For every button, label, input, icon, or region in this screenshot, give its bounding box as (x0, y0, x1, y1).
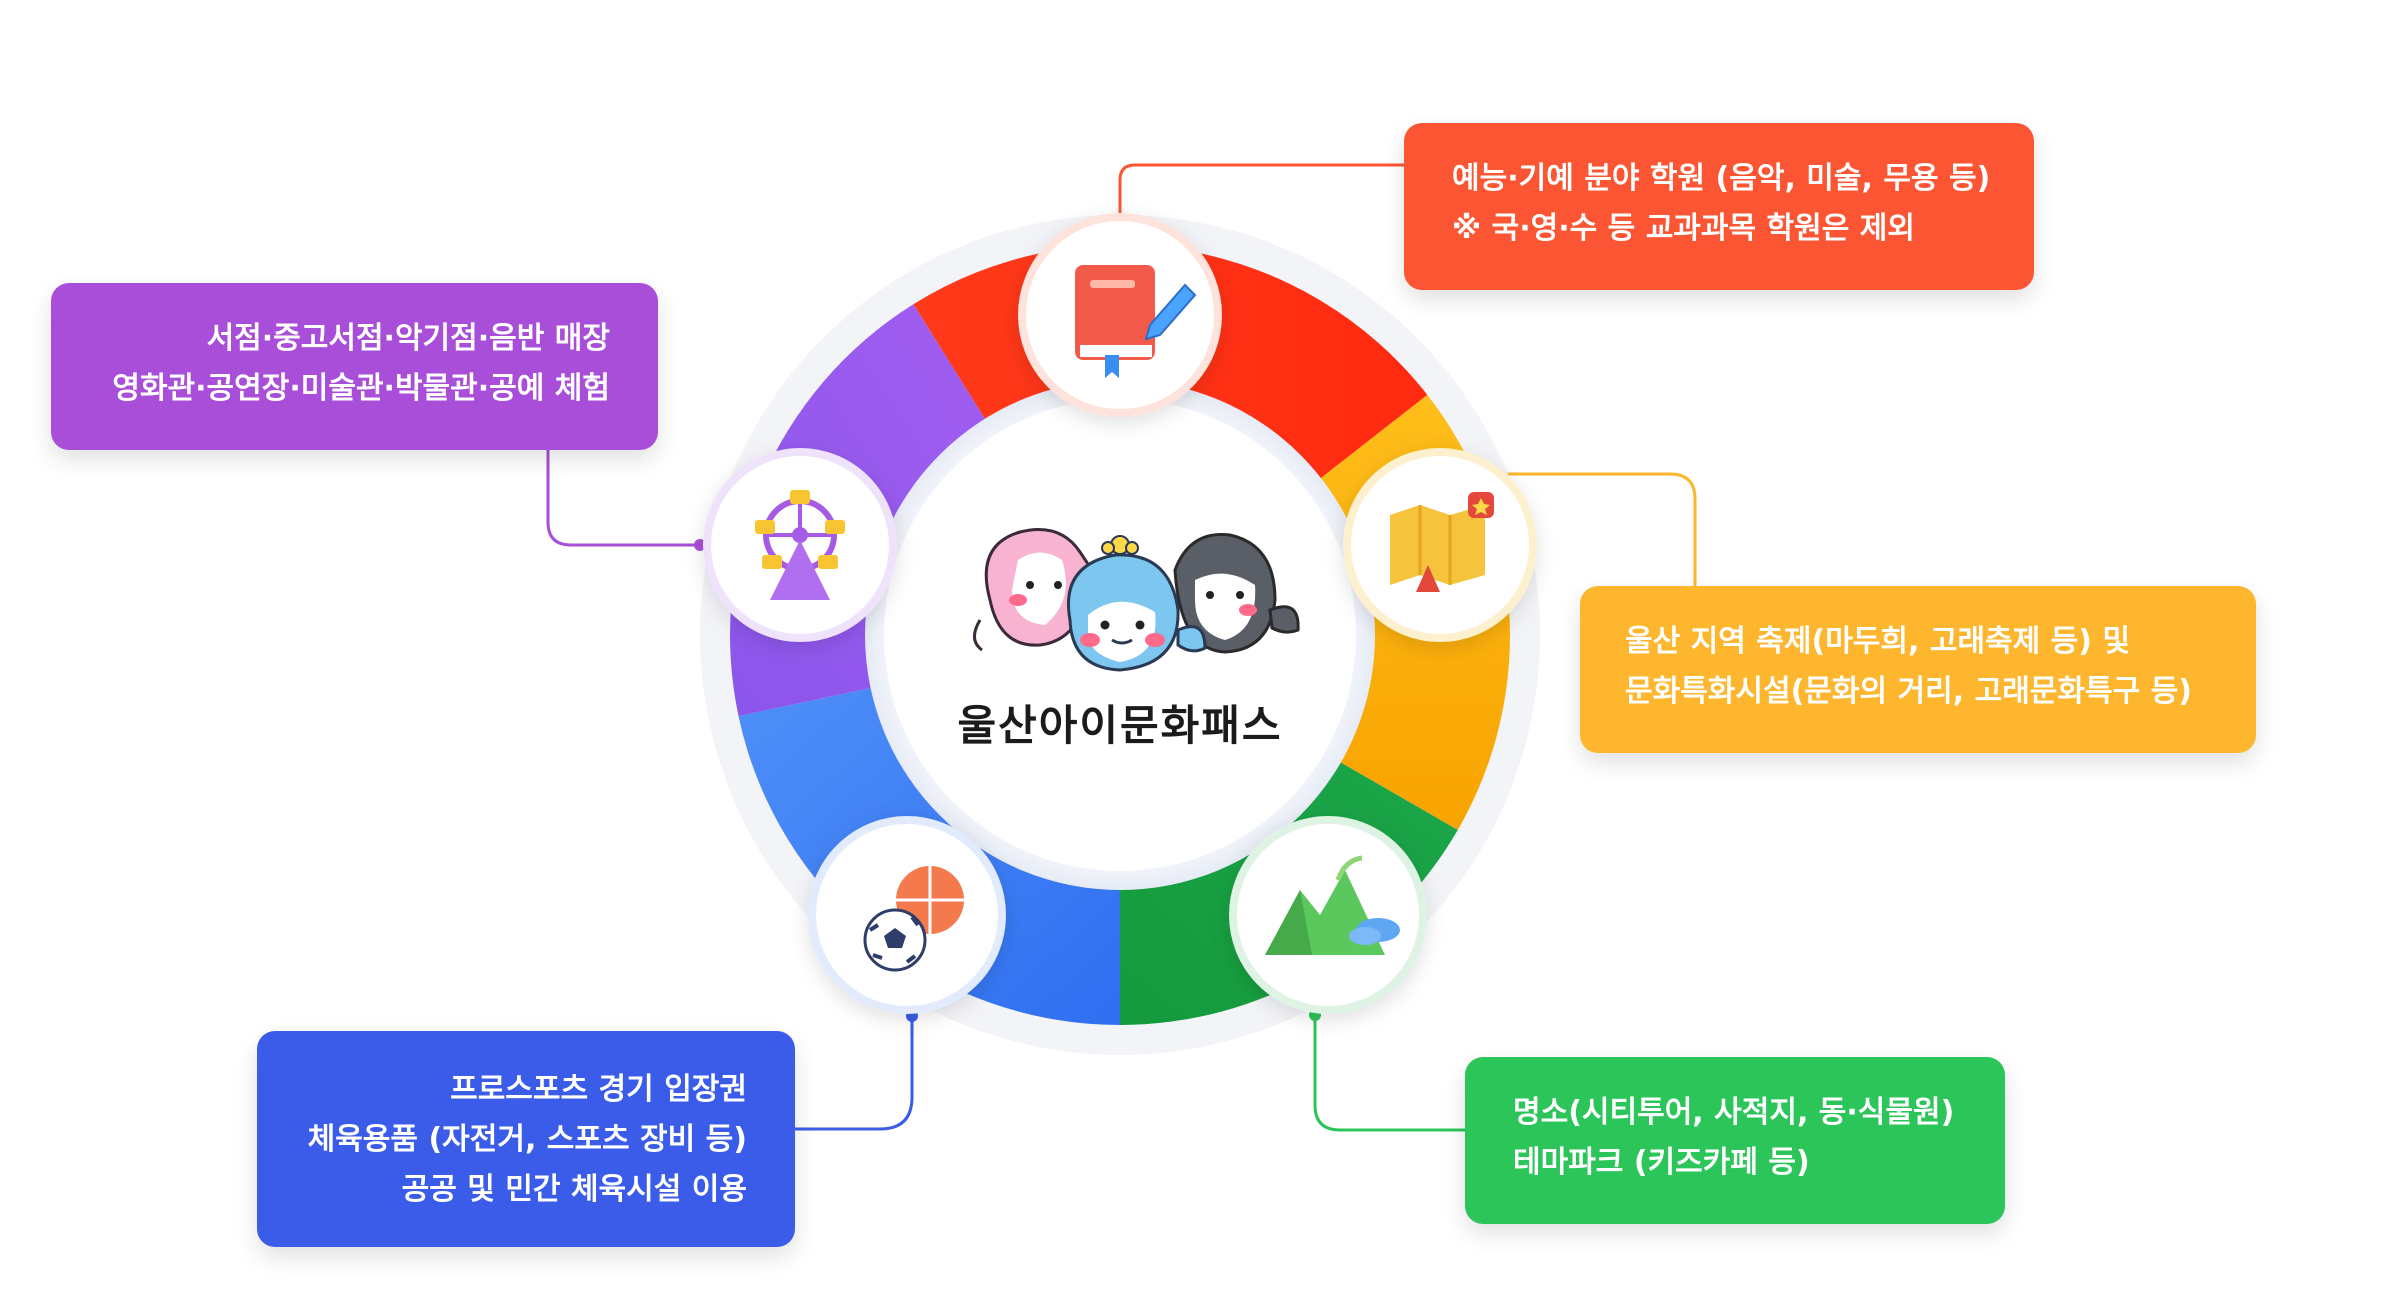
category-line: 울산 지역 축제(마두희, 고래축제 등) 및 (1625, 624, 2131, 659)
category-box-books: 서점·중고서점·악기점·음반 매장 영화관·공연장·미술관·박물관·공예 체험 (51, 283, 658, 450)
category-box-place: 명소(시티투어, 사적지, 동·식물원) 테마파크 (키즈카페 등) (1465, 1057, 2005, 1224)
ferris-wheel-icon (703, 448, 897, 642)
logo-wordmark: 울산아이문화패스 (957, 701, 1283, 750)
mountain-cloud-icon (1229, 816, 1427, 1014)
sports-balls-icon (808, 816, 1006, 1014)
category-line: 영화관·공연장·미술관·박물관·공예 체험 (112, 371, 610, 406)
connector-sports (795, 1016, 914, 1131)
connector-place (1313, 1015, 1465, 1132)
map-flag-icon (1343, 448, 1537, 642)
category-line: 서점·중고서점·악기점·음반 매장 (206, 321, 610, 356)
category-line: 체육용품 (자전거, 스포츠 장비 등) (307, 1122, 747, 1157)
category-box-arts: 예능·기예 분야 학원 (음악, 미술, 무용 등) ※ 국·영·수 등 교과과… (1404, 123, 2034, 290)
category-box-sports: 프로스포츠 경기 입장권 체육용품 (자전거, 스포츠 장비 등) 공공 및 민… (257, 1031, 795, 1247)
category-line: 프로스포츠 경기 입장권 (450, 1072, 747, 1107)
connector-arts (1118, 163, 1404, 217)
book-pencil-icon (1018, 213, 1222, 417)
category-box-fest: 울산 지역 축제(마두희, 고래축제 등) 및 문화특화시설(문화의 거리, 고… (1580, 586, 2256, 753)
connector-fest (1500, 472, 1697, 586)
category-line: 문화특화시설(문화의 거리, 고래문화특구 등) (1625, 674, 2192, 709)
category-line: ※ 국·영·수 등 교과과목 학원은 제외 (1452, 211, 1915, 246)
category-line: 명소(시티투어, 사적지, 동·식물원) (1513, 1095, 1955, 1130)
mascot-illustration (973, 528, 1300, 672)
category-line: 공공 및 민간 체육시설 이용 (401, 1172, 747, 1207)
connector-books (546, 450, 700, 547)
category-line: 테마파크 (키즈카페 등) (1513, 1145, 1810, 1180)
category-line: 예능·기예 분야 학원 (음악, 미술, 무용 등) (1452, 161, 1991, 196)
